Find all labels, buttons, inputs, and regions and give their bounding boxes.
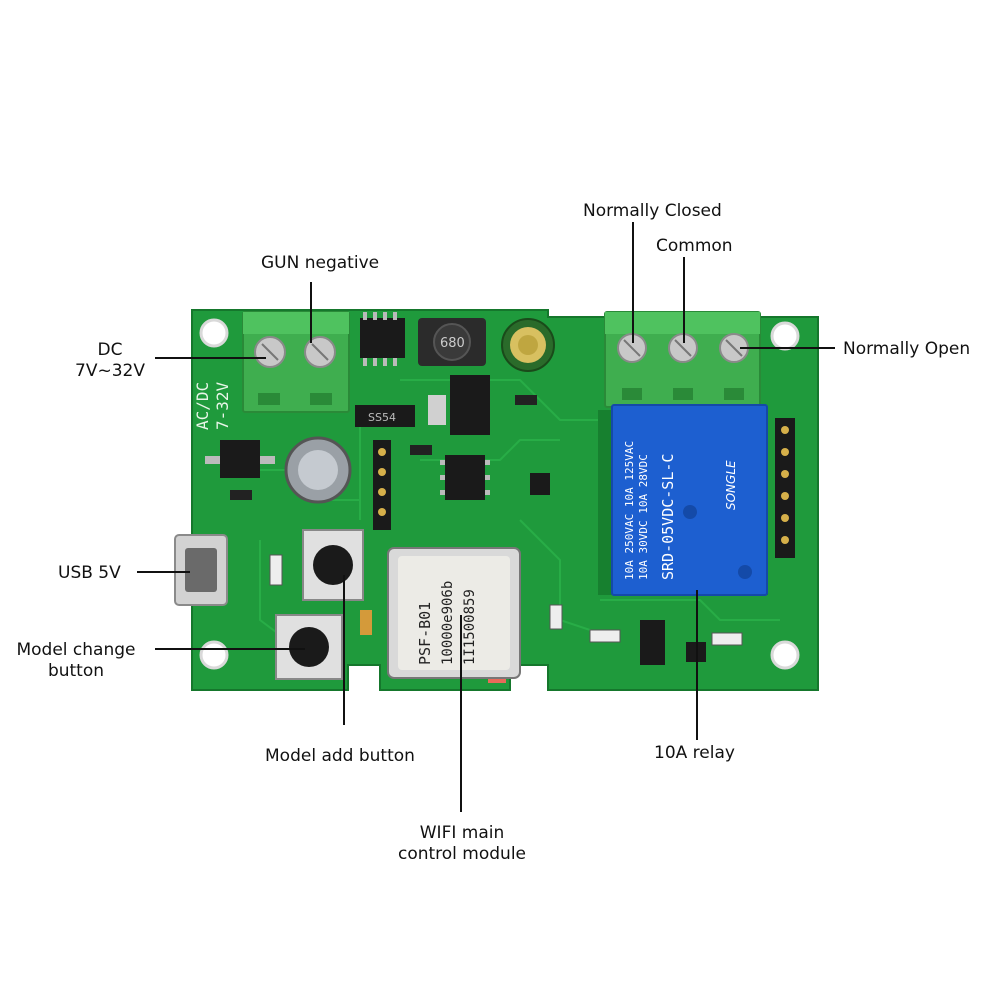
relay: 10A 250VAC 10A 125VAC 10A 30VDC 10A 28VD… <box>598 404 768 596</box>
output-terminal-block <box>604 311 761 408</box>
relay-rating-2: 10A 30VDC 10A 28VDC <box>637 454 650 580</box>
wifi-module: PSF-B01 10000e906b 1I1500859 <box>387 547 521 679</box>
input-marking-1: AC/DC <box>193 382 212 430</box>
inductor-code: 680 <box>440 336 465 351</box>
label-wifi-line1: WIFI main <box>419 823 505 843</box>
label-model-add: Model add button <box>265 746 415 766</box>
relay-rating-1: 10A 250VAC 10A 125VAC <box>623 441 636 580</box>
module-marking-3: 1I1500859 <box>462 589 478 665</box>
label-model-change-line2: button <box>47 661 105 681</box>
label-model-change: Model change button <box>12 640 140 682</box>
relay-model: SRD-05VDC-SL-C <box>659 454 677 580</box>
label-dc: DC 7V~32V <box>72 340 148 382</box>
label-relay: 10A relay <box>654 743 735 763</box>
input-silkscreen: AC/DC 7-32V <box>193 381 232 430</box>
mounting-hole <box>770 321 800 351</box>
callout-lines <box>137 222 835 812</box>
label-usb: USB 5V <box>58 563 121 583</box>
label-dc-line1: DC <box>97 340 123 360</box>
label-wifi-line2: control module <box>397 844 527 864</box>
label-dc-line2: 7V~32V <box>75 361 145 381</box>
label-gun-negative: GUN negative <box>261 253 380 273</box>
module-marking-2: 10000e906b <box>440 581 456 665</box>
input-terminal-block <box>242 311 350 413</box>
relay-brand: SONGLE <box>724 460 738 510</box>
label-normally-open: Normally Open <box>843 339 971 359</box>
module-marking-1: PSF-B01 <box>416 602 434 665</box>
mounting-hole <box>199 318 229 348</box>
mounting-hole <box>770 640 800 670</box>
usb-connector <box>174 534 228 606</box>
model-change-button-graphic <box>275 614 343 680</box>
mounting-hole <box>199 640 229 670</box>
input-marking-2: 7-32V <box>213 381 232 430</box>
components: 680 SS54 <box>205 312 795 683</box>
label-common: Common <box>656 236 733 256</box>
label-model-change-line1: Model change <box>16 640 136 660</box>
diode-code: SS54 <box>368 411 396 424</box>
label-normally-closed: Normally Closed <box>583 201 722 221</box>
label-wifi: WIFI main control module <box>392 823 532 865</box>
model-add-button-graphic <box>302 529 364 601</box>
